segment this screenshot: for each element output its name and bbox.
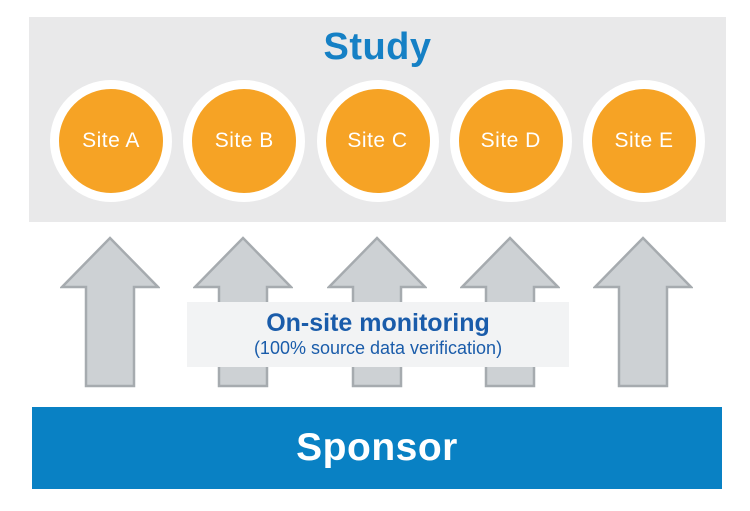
site-label: Site E	[614, 129, 674, 152]
monitoring-subtitle: (100% source data verification)	[253, 338, 503, 359]
site-label: Site A	[82, 129, 140, 152]
monitoring-title: On-site monitoring	[266, 309, 490, 338]
sponsor-label: Sponsor	[296, 426, 458, 469]
site-circle-a: Site A	[50, 80, 172, 202]
site-circle-b: Site B	[183, 80, 306, 202]
site-circle-d: Site D	[449, 80, 572, 202]
site-circle-c: Site C	[316, 80, 439, 202]
site-label: Site B	[214, 129, 274, 152]
site-circle-e: Site E	[583, 80, 705, 202]
site-label: Site C	[347, 129, 408, 152]
study-box: Study Site A Site B Site C Site D Site E	[29, 17, 726, 222]
sponsor-bar: Sponsor	[32, 407, 722, 489]
site-label: Site D	[480, 129, 541, 152]
sites-row: Site A Site B Site C Site D Site E	[29, 80, 726, 202]
monitoring-box: On-site monitoring (100% source data ver…	[187, 302, 569, 367]
study-title: Study	[323, 26, 432, 68]
up-arrow-icon	[60, 236, 160, 388]
up-arrow-icon	[593, 236, 693, 388]
